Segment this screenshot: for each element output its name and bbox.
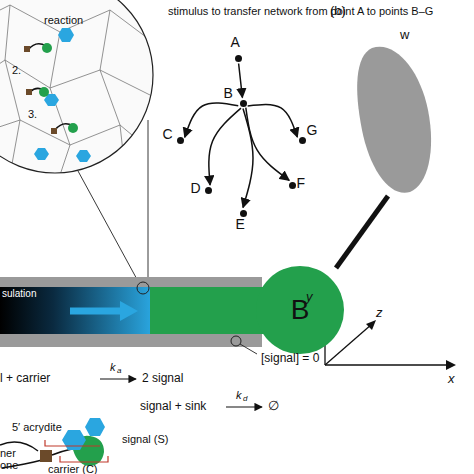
network-point: B [240,100,247,107]
inset-network [0,0,153,175]
figure-label: stimulus to transfer network from point … [168,5,433,17]
figure-label: 5′ acrydite [12,421,62,433]
point-label: B [224,86,233,100]
transfer-path [185,103,239,137]
figure-label: y [306,290,313,304]
figure-label: x [448,372,455,386]
transfer-path [209,108,241,185]
figure-label: [signal] = 0 [261,352,319,365]
endpoint-circle: B [256,266,344,354]
network-point: D [205,187,212,194]
figure-label: k [236,389,242,401]
transfer-path [239,63,243,97]
network-point: G [299,137,306,144]
transfer-path [248,104,298,137]
figure-label: l + carrier [0,372,50,385]
figure-label: 2 signal [142,372,183,385]
network-point: E [240,210,247,217]
figure-label: k [110,361,116,373]
point-label: E [236,217,245,231]
figure-label: ∅ [268,399,279,413]
figure-label: w [400,28,409,42]
figure-label: z [376,306,383,320]
point-label: G [307,123,318,137]
figure-label: ner [0,447,16,459]
point-label: F [297,176,306,190]
flow-arrow [120,301,138,321]
figure-label: 2. [12,64,21,76]
transfer-path [246,108,289,181]
network-point: C [177,137,184,144]
point-label: A [231,35,240,49]
figure-label: 3. [28,108,37,120]
signal-region [0,287,152,334]
figure-label: carrier (C) [48,463,98,474]
figure-label: sulation [2,288,36,299]
figure-label: signal + sink [140,400,206,413]
network-point: A [235,55,242,62]
figure-label: a [117,367,121,376]
network-point: F [289,182,296,189]
figure-label: (b) [330,4,346,18]
figure-label: one [0,459,18,471]
figure-label: signal (S) [122,433,168,445]
figure-label: d [243,395,247,404]
point-label: C [163,127,173,141]
figure-label: reaction [44,14,83,26]
point-label: D [191,181,201,195]
